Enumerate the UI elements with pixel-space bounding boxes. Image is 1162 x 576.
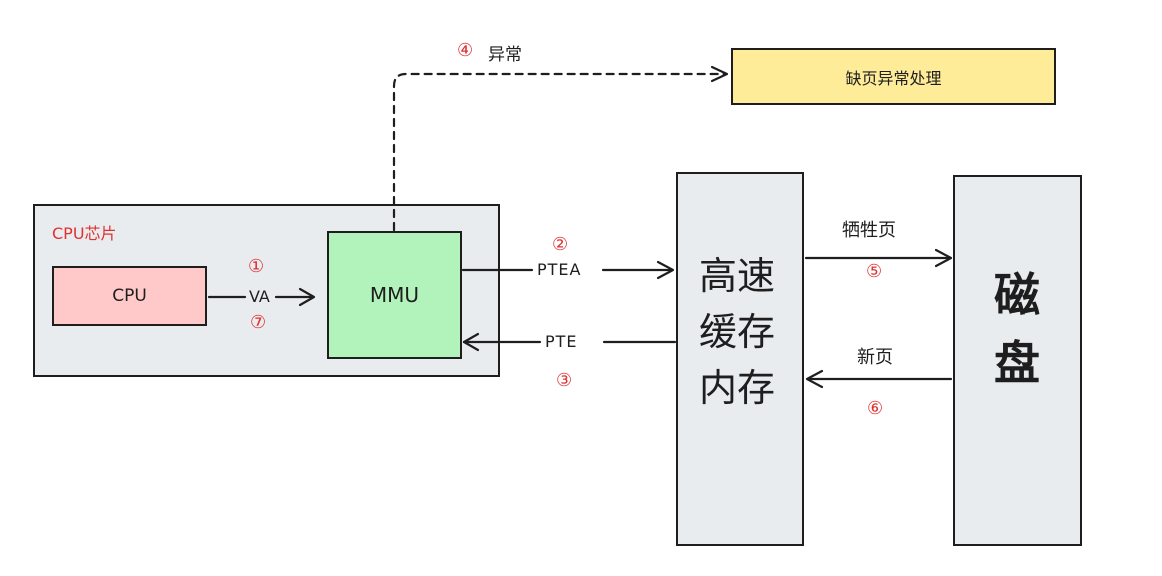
victim-arrow-head [934,248,953,268]
victim-page-step: ⑤ [866,261,883,282]
exception-label: 异常 [488,45,522,65]
ptea-arrow-head [656,260,675,280]
cache-memory-box: 高速 缓存 内存 [676,172,804,546]
cache-memory-label-1: 高速 [699,254,776,298]
cache-memory-label-2: 缓存 [699,310,776,354]
page-fault-handler-box: 缺页异常处理 [731,48,1056,105]
pte-step: ③ [556,370,573,391]
page-fault-handler-label: 缺页异常处理 [845,68,942,88]
newpage-arrow-head [805,369,824,389]
pte-arrow-head [462,332,480,352]
new-page-step: ⑥ [867,398,884,419]
cpu-chip-label: CPU芯片 [52,224,117,243]
pte-label: PTE [545,332,578,351]
va-label: VA [249,287,270,306]
exception-arrow-head [710,65,729,83]
va-arrow-head [298,287,316,307]
disk-label-1: 磁 [994,268,1040,322]
exception-arrow-line [392,72,728,232]
victim-page-label: 牺牲页 [842,220,896,241]
ptea-step: ② [552,234,569,255]
va-step-forward: ① [248,256,265,277]
new-page-label: 新页 [857,347,893,368]
disk-box: 磁 盘 [953,175,1082,546]
cpu-box: CPU [52,266,207,326]
mmu-label: MMU [369,283,420,307]
va-step-return: ⑦ [250,312,267,333]
ptea-label: PTEA [537,260,582,279]
cache-memory-label-3: 内存 [699,366,776,410]
cpu-label: CPU [112,286,147,306]
mmu-box: MMU [327,231,462,359]
disk-label-2: 盘 [994,336,1040,390]
exception-step: ④ [457,40,474,61]
